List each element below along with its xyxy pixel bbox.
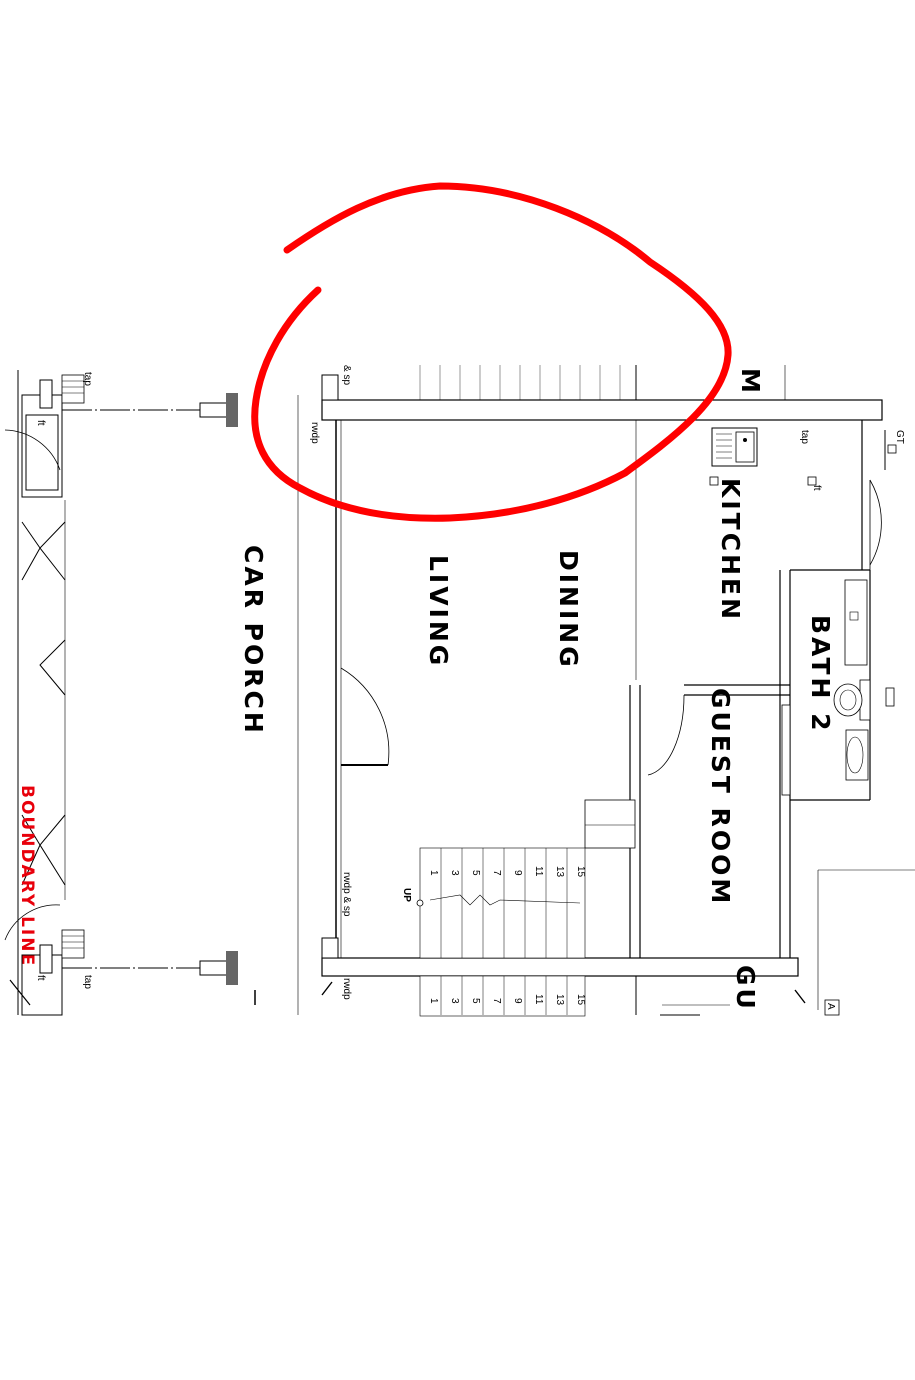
rwdp-bottom-annotation: rwdp [341, 978, 352, 1000]
stair-step-number: 11 [533, 866, 544, 877]
stair-step-number: 9 [512, 870, 523, 876]
stair-numbers-upper: 1 3 5 7 9 11 13 15 [428, 866, 586, 878]
boundary-line-label: BOUNDARY LINE [17, 785, 37, 967]
living-label: LIVING [424, 555, 453, 668]
stair-step-number: 11 [533, 994, 544, 1005]
rwdp-top-annotation: rwdp [309, 422, 320, 444]
ft-left-top-label: ft [35, 420, 46, 426]
stair-step-number: 15 [575, 994, 586, 1006]
sp-top-text: & sp [341, 365, 352, 385]
room-m-partial: M [736, 368, 765, 396]
gate-pillar-bottom [4, 904, 85, 1016]
up-annotation: UP [401, 888, 412, 902]
dining-label: DINING [554, 550, 583, 670]
tap-left-top-label: tap [82, 372, 93, 386]
stair-step-number: 13 [554, 866, 565, 878]
rwdp-sp-bottom-annotation: rwdp & sp [341, 872, 352, 917]
washbasin-icon [845, 729, 869, 781]
rwdp-bottom-text: rwdp [341, 978, 352, 1000]
a-partial-text: A [825, 1003, 836, 1010]
up-text: UP [401, 888, 412, 902]
stair-step-number: 1 [428, 998, 439, 1004]
stair-numbers-lower: 1 3 5 7 9 11 13 15 [428, 994, 586, 1006]
room-living: LIVING [424, 555, 453, 668]
rwdp-sp-bottom-text: rwdp & sp [341, 872, 352, 917]
gully-trap-icon [887, 444, 897, 454]
stair-step-number: 7 [491, 998, 502, 1004]
ft-kitchen-text: ft [811, 485, 822, 491]
stair-step-number: 1 [428, 870, 439, 876]
stair-step-number: 3 [449, 998, 460, 1004]
room-dining: DINING [554, 550, 583, 670]
stair-step-number: 5 [470, 998, 481, 1004]
shower-icon [844, 579, 868, 666]
stair-step-number: 9 [512, 998, 523, 1004]
ft-left-bottom-text: ft [35, 975, 46, 981]
tap-left-bottom-label: tap [82, 975, 93, 989]
staircase-lower [419, 975, 586, 1017]
stair-step-number: 13 [554, 994, 565, 1006]
ft-left-top-text: ft [35, 420, 46, 426]
gu-partial-label: GU [731, 965, 760, 1012]
guest-room-label: GUEST ROOM [706, 688, 735, 906]
tap-left-bottom-text: tap [82, 975, 93, 989]
rwdp-top-text: rwdp [309, 422, 320, 444]
room-guest-room: GUEST ROOM [706, 688, 735, 906]
m-partial-label: M [736, 368, 765, 396]
kitchen-sink-icon [711, 427, 758, 467]
gate-post-top [199, 393, 238, 427]
tap-kitchen-annotation: tap [799, 430, 810, 444]
room-kitchen: KITCHEN [716, 478, 745, 622]
tap-kitchen-text: tap [799, 430, 810, 444]
boundary-line-text: BOUNDARY LINE [17, 785, 37, 967]
bath-2-label: BATH 2 [806, 615, 835, 734]
room-gu-partial: GU [731, 965, 760, 1012]
gt-text: GT [894, 430, 905, 444]
gate-pillar-top [4, 374, 85, 498]
gt-annotation: GT [894, 430, 905, 444]
kitchen-label: KITCHEN [716, 478, 745, 622]
room-car-porch: CAR PORCH [239, 545, 268, 736]
floor-trap-icon [709, 476, 719, 486]
boundary-zone [17, 370, 66, 1015]
ft-left-bottom-label: ft [35, 975, 46, 981]
stair-step-number: 15 [575, 866, 586, 878]
toilet-icon [833, 679, 871, 721]
ft-kitchen-annotation: ft [811, 485, 822, 491]
stair-step-number: 3 [449, 870, 460, 876]
a-partial-annotation: A [825, 1003, 836, 1010]
staircase-upper [416, 847, 586, 959]
stair-step-number: 5 [470, 870, 481, 876]
car-porch-label: CAR PORCH [239, 545, 268, 736]
gate-post-bottom [199, 951, 238, 985]
floor-trap-icon [807, 476, 817, 486]
red-circle-markup [251, 182, 732, 522]
tap-left-top-text: tap [82, 372, 93, 386]
stair-landing [584, 799, 636, 849]
stair-step-number: 7 [491, 870, 502, 876]
room-bath-2: BATH 2 [806, 615, 835, 734]
sp-top-annotation: & sp [341, 365, 352, 385]
